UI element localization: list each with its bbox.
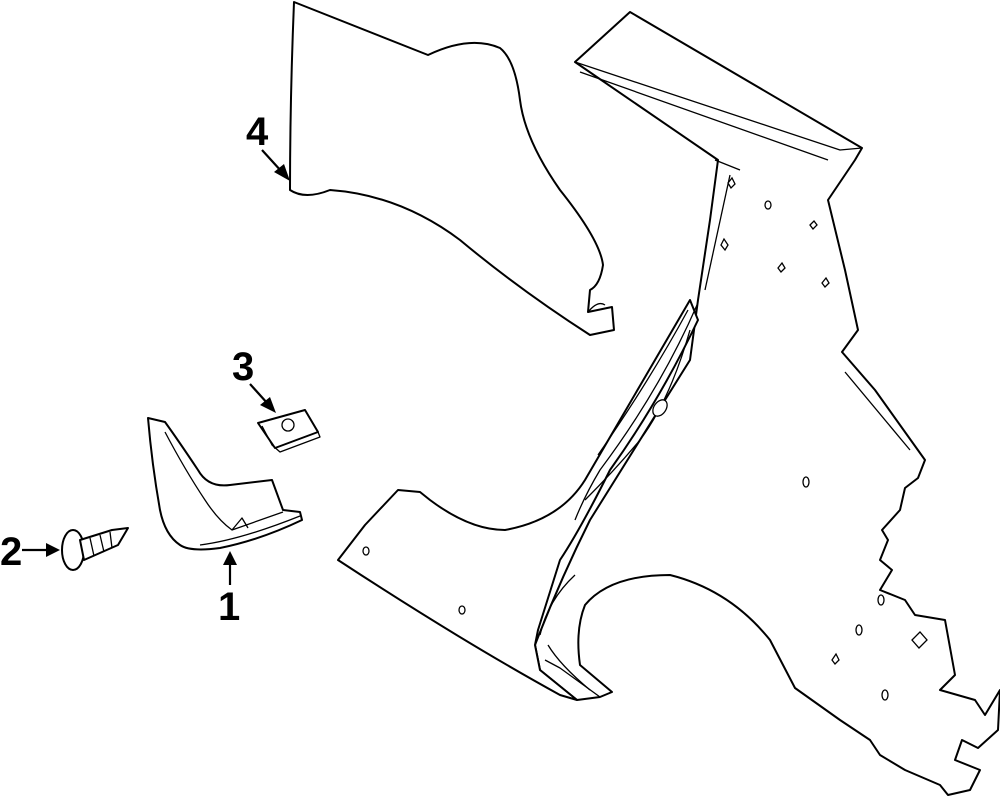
arrow-head-icon — [46, 543, 60, 557]
part-2-push-pin — [61, 527, 129, 571]
arrow-head-icon — [223, 551, 237, 565]
arrow-head-icon — [260, 397, 276, 413]
callout-label-1: 1 — [218, 585, 240, 629]
part-1-mud-flap — [147, 417, 303, 551]
callout-label-2: 2 — [0, 530, 22, 574]
callout-4: 4 — [246, 110, 290, 181]
part-3-clip — [257, 409, 321, 453]
panel-holes — [362, 176, 928, 701]
callout-label-3: 3 — [232, 345, 254, 389]
callout-3: 3 — [232, 345, 276, 413]
part-4-wheelhouse-liner — [289, 1, 615, 336]
callout-2: 2 — [0, 530, 60, 574]
arrow-head-icon — [274, 164, 290, 181]
callout-1: 1 — [218, 551, 240, 629]
callout-label-4: 4 — [246, 110, 269, 154]
